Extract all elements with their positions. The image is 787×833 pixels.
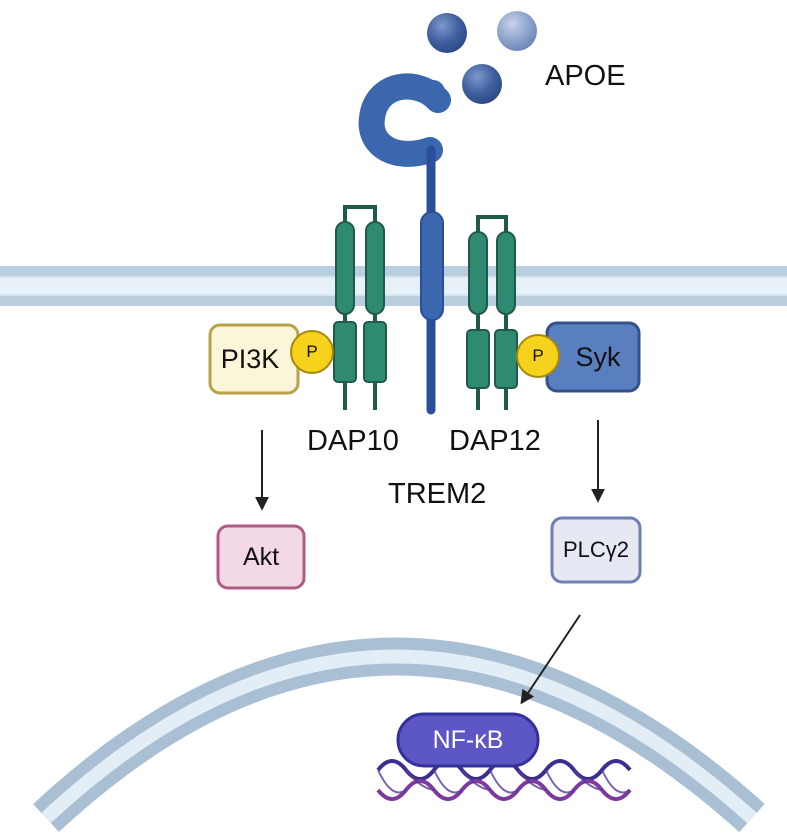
trem2-label: TREM2 [388,478,487,510]
akt-label: Akt [242,543,280,571]
plcg2-box [550,516,642,584]
apoe-label: APOE [545,60,626,92]
nfkb-box [396,712,540,768]
pi3k-label: PI3K [220,344,280,374]
dap10-label: DAP10 [307,425,399,457]
apoe-sphere [462,64,502,104]
phospho-right-circle [516,334,560,378]
arrow-plcg2-nfkb [520,614,581,705]
syk-label: Syk [575,342,621,372]
plcg2-label: PLCγ2 [562,537,630,562]
apoe-particles [427,11,537,104]
dap12-dimer [466,215,518,410]
cell-membrane [0,266,787,306]
nuclear-membrane [33,637,765,833]
apoe-sphere [497,11,537,51]
nfkb-label: NF-κB [432,726,504,754]
phospho-left-label: P [306,342,318,361]
phospho-left-circle [290,330,334,374]
phospho-right-label: P [532,346,544,365]
akt-box [216,524,306,590]
apoe-sphere [427,13,467,53]
trem2-receptor [358,73,451,415]
dap10-dimer [333,205,387,410]
dap12-label: DAP12 [449,425,541,457]
